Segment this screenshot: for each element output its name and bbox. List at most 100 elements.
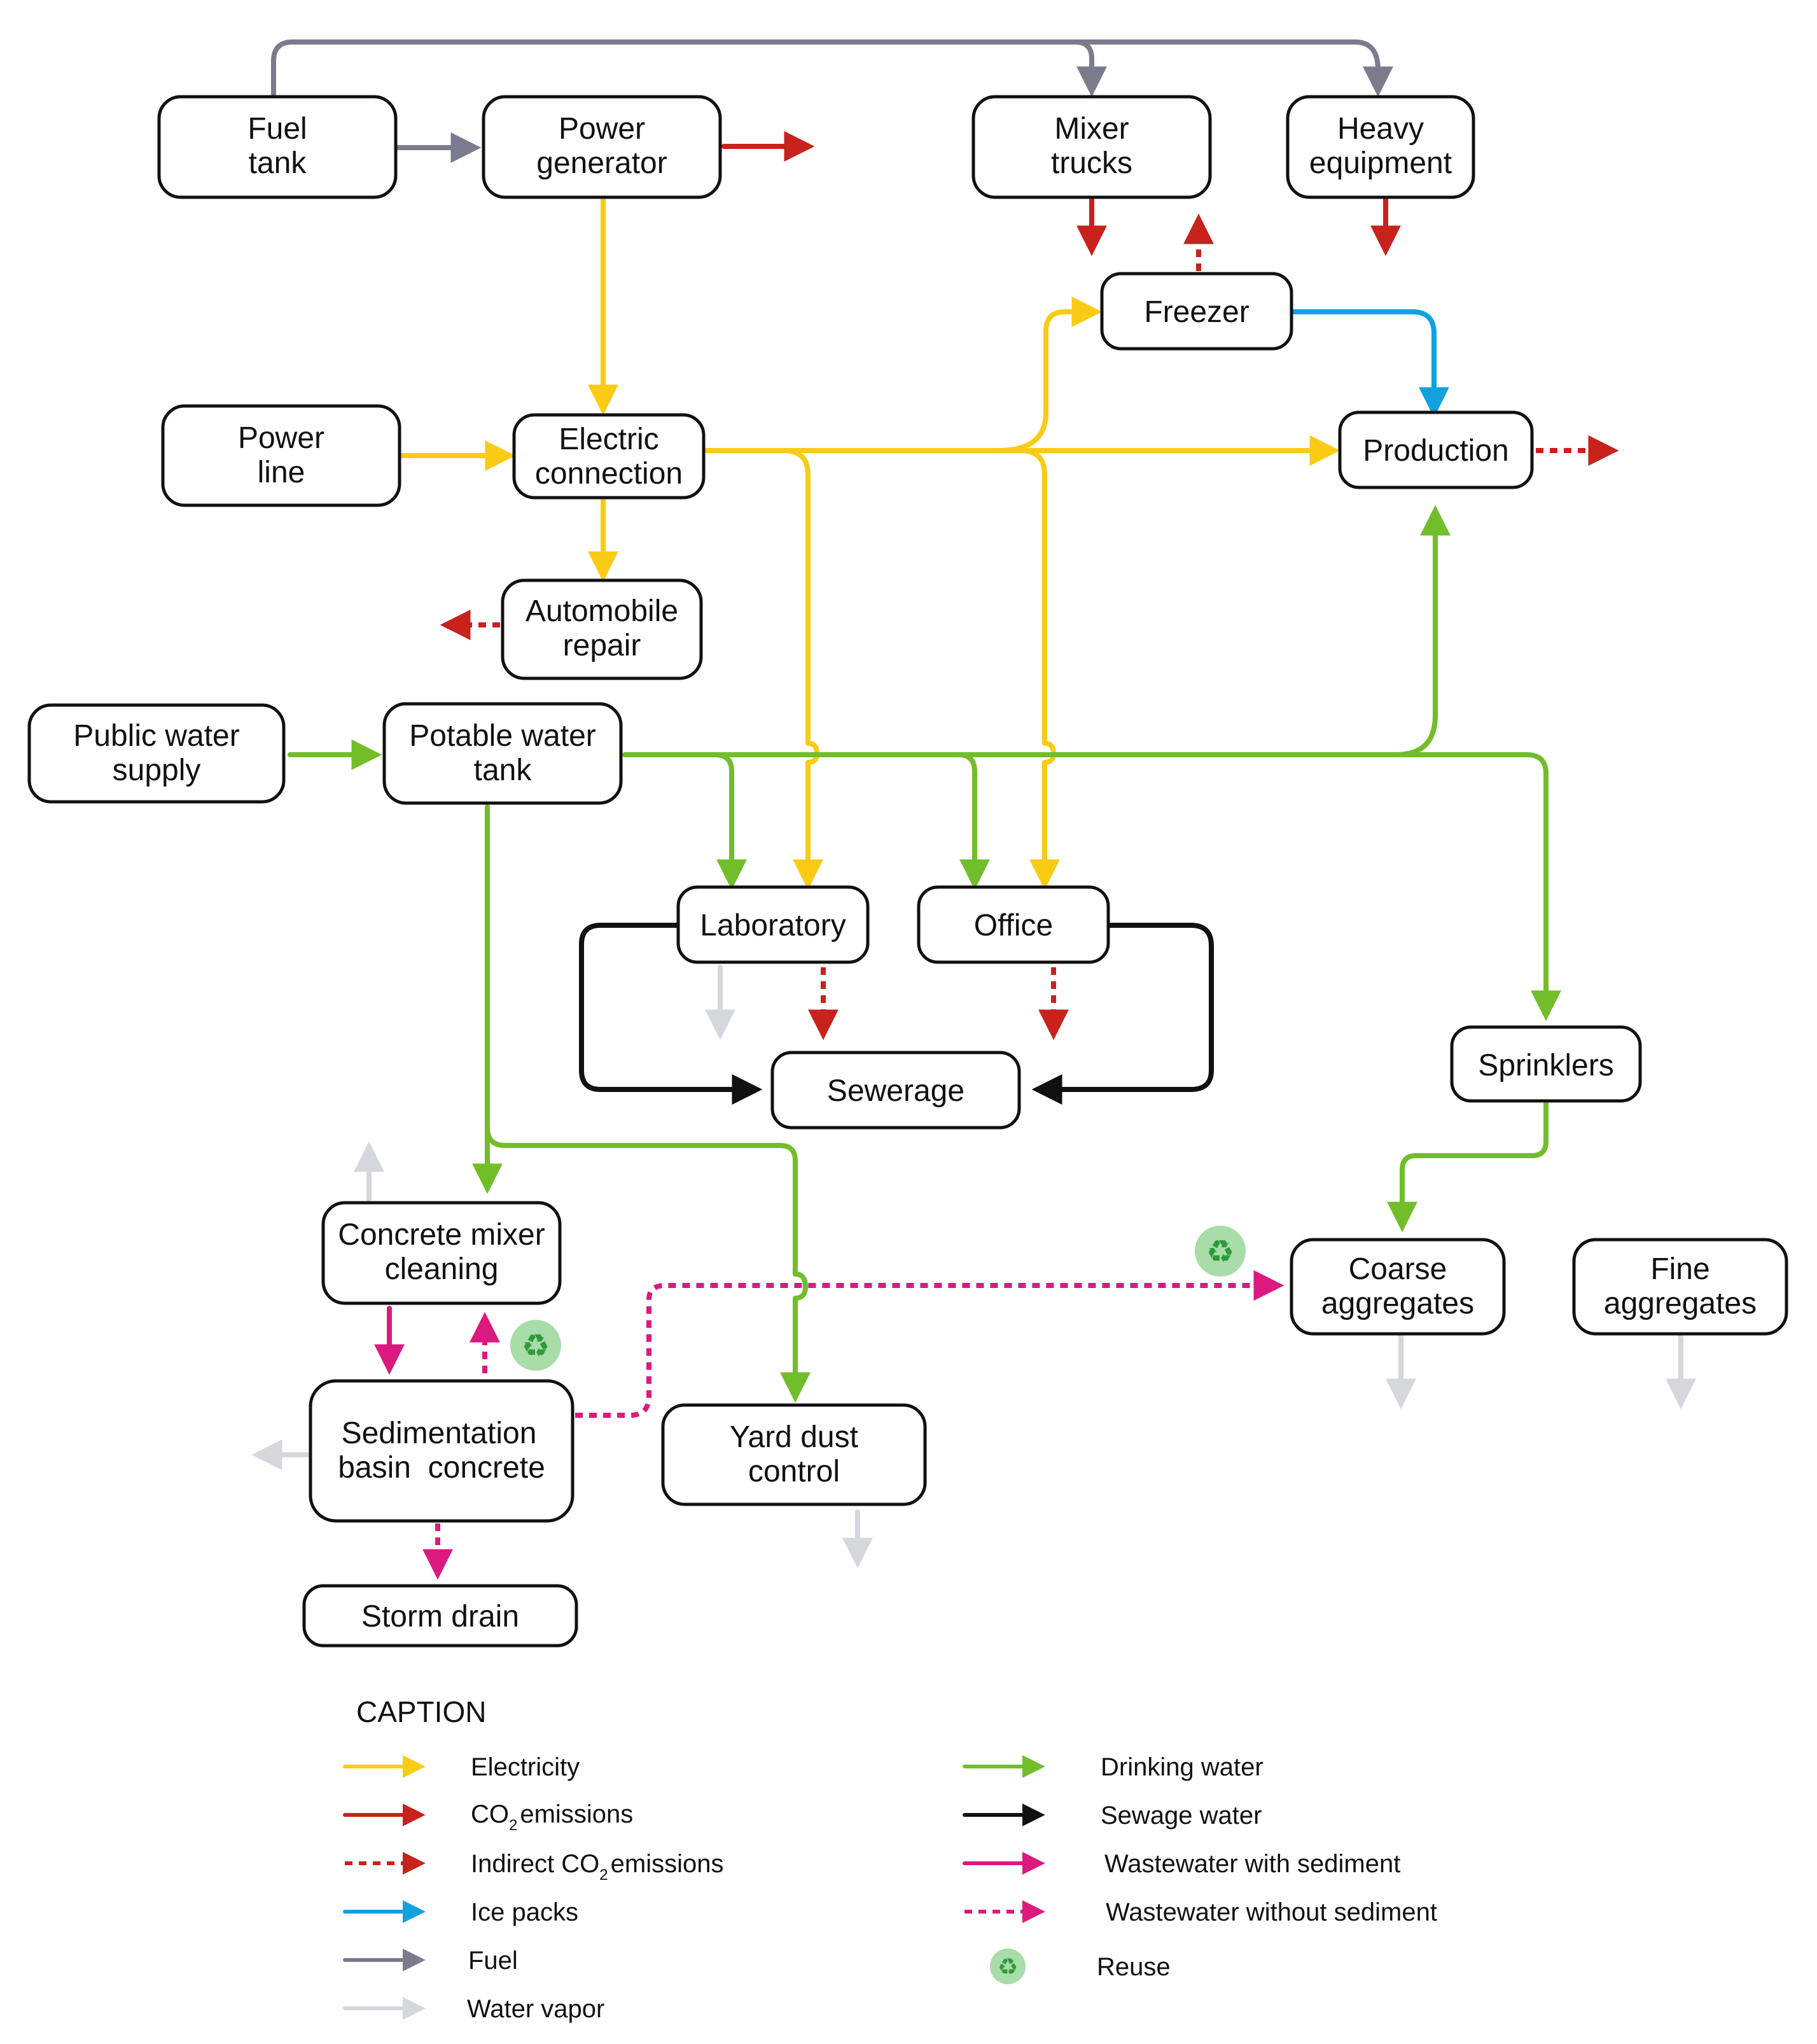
electric-branch-to-office [1018,448,1060,890]
svg-text:Wastewater with sediment: Wastewater with sediment [1104,1850,1400,1878]
indirect-co2-flows [440,213,1619,1040]
node-laboratory: Laboratory [676,885,870,964]
drinking-branch-to-sprinklers [1393,752,1561,1021]
svg-text:Sewage water: Sewage water [1101,1802,1262,1830]
svg-text:Sprinklers: Sprinklers [1478,1049,1613,1082]
drinking-branch-to-office [945,752,990,890]
electric-branch-to-freezer [996,297,1103,453]
legend-title: CAPTION [356,1695,486,1728]
svg-text:Water vapor: Water vapor [467,1995,604,2023]
svg-text:line: line [258,456,305,489]
node-mixer-trucks: Mixer trucks [971,95,1212,199]
reuse-icon: ♻ [1195,1226,1246,1277]
fuel-line-to-mixer-and-equipment [271,39,1393,97]
legend-item-water-vapor: Water vapor [343,1995,604,2023]
svg-text:♻: ♻ [1206,1234,1235,1270]
svg-text:Electricity: Electricity [471,1753,580,1781]
svg-text:basin concrete: basin concrete [338,1451,545,1485]
reuse-icon: ♻ [510,1320,561,1371]
svg-text:equipment: equipment [1309,146,1452,180]
legend-item-drinking-water: Drinking water [963,1753,1264,1781]
node-coarse-aggregates: Coarse aggregates [1290,1238,1506,1336]
node-fine-aggregates: Fine aggregates [1572,1238,1788,1336]
electricity-flows [398,196,1340,890]
svg-text:generator: generator [536,146,667,180]
svg-text:Mixer: Mixer [1054,112,1129,146]
svg-text:Production: Production [1363,434,1508,468]
svg-text:Automobile: Automobile [526,594,678,628]
legend-item-wastewater-without-sediment: Wastewater without sediment [964,1898,1437,1926]
fuel-branch-to-mixer-trucks [1073,39,1107,97]
svg-text:Office: Office [974,909,1054,942]
svg-text:Power: Power [238,421,324,455]
svg-text:tank: tank [249,146,307,180]
svg-text:Fine: Fine [1650,1252,1709,1286]
svg-text:Drinking water: Drinking water [1101,1753,1264,1781]
svg-text:Wastewater without sediment: Wastewater without sediment [1106,1898,1437,1926]
legend-item-electricity: Electricity [343,1753,580,1781]
svg-text:cleaning: cleaning [385,1252,499,1286]
fuel-flows [271,39,1393,163]
node-office: Office [917,885,1110,964]
legend-item-reuse: ♻ Reuse [990,1949,1171,1984]
svg-text:Reuse: Reuse [1097,1953,1171,1981]
sprinklers-to-coarse-aggregates [1387,1101,1549,1233]
drinking-branch-to-laboratory [697,752,747,890]
legend-item-ice-packs: Ice packs [343,1898,578,1926]
water-vapor-flows [251,965,1696,1569]
node-heavy-equipment: Heavy equipment [1286,95,1475,199]
node-sprinklers: Sprinklers [1450,1025,1642,1103]
node-public-water-supply: Public water supply [27,703,286,804]
svg-text:aggregates: aggregates [1604,1287,1757,1320]
svg-text:Public water: Public water [73,719,239,753]
svg-text:Concrete mixer: Concrete mixer [338,1218,545,1252]
svg-text:♻: ♻ [998,1954,1018,1980]
office-to-sewerage [1031,923,1214,1105]
svg-text:Freezer: Freezer [1144,295,1249,329]
node-fuel-tank: Fuel tank [157,95,398,199]
svg-text:connection: connection [535,457,683,491]
freezer-to-production-ice-packs [1289,309,1449,418]
svg-text:Fuel: Fuel [247,112,307,146]
drinking-water-flows [288,505,1561,1403]
svg-text:Potable water: Potable water [409,719,596,753]
svg-text:Sewerage: Sewerage [827,1074,964,1108]
drinking-branch-to-yard-dust-control [485,1125,811,1403]
svg-text:Yard dust: Yard dust [730,1420,858,1454]
svg-text:supply: supply [113,753,201,787]
legend-item-wastewater-with-sediment: Wastewater with sediment [963,1850,1400,1878]
svg-text:Power: Power [559,112,645,146]
svg-text:Fuel: Fuel [468,1947,518,1975]
svg-text:repair: repair [563,629,641,662]
svg-text:Heavy: Heavy [1337,112,1424,146]
node-automobile-repair: Automobile repair [501,578,703,680]
svg-text:Electric: Electric [559,423,658,456]
svg-text:control: control [748,1455,840,1488]
node-storm-drain: Storm drain [302,1584,578,1648]
legend-item-sewage-water: Sewage water [963,1802,1262,1830]
wastewater-flows [374,1270,1284,1580]
svg-text:♻: ♻ [522,1328,550,1364]
legend-item-fuel: Fuel [343,1947,518,1975]
svg-text:Ice packs: Ice packs [471,1898,578,1926]
node-production: Production [1338,410,1534,489]
electric-branch-to-laboratory [781,448,823,890]
potable-tank-main-line [622,505,1451,757]
svg-text:Coarse: Coarse [1349,1252,1447,1286]
node-power-generator: Power generator [482,95,722,199]
svg-text:aggregates: aggregates [1321,1287,1474,1320]
sedimentation-to-coarse-aggregates-reuse [575,1270,1284,1418]
node-power-line: Power line [161,404,401,507]
svg-text:tank: tank [474,753,533,787]
laboratory-to-sewerage [579,923,763,1105]
node-sewerage: Sewerage [770,1051,1021,1130]
node-electric-connection: Electric connection [512,413,706,500]
svg-text:trucks: trucks [1051,146,1132,180]
svg-text:Sedimentation: Sedimentation [342,1417,537,1450]
